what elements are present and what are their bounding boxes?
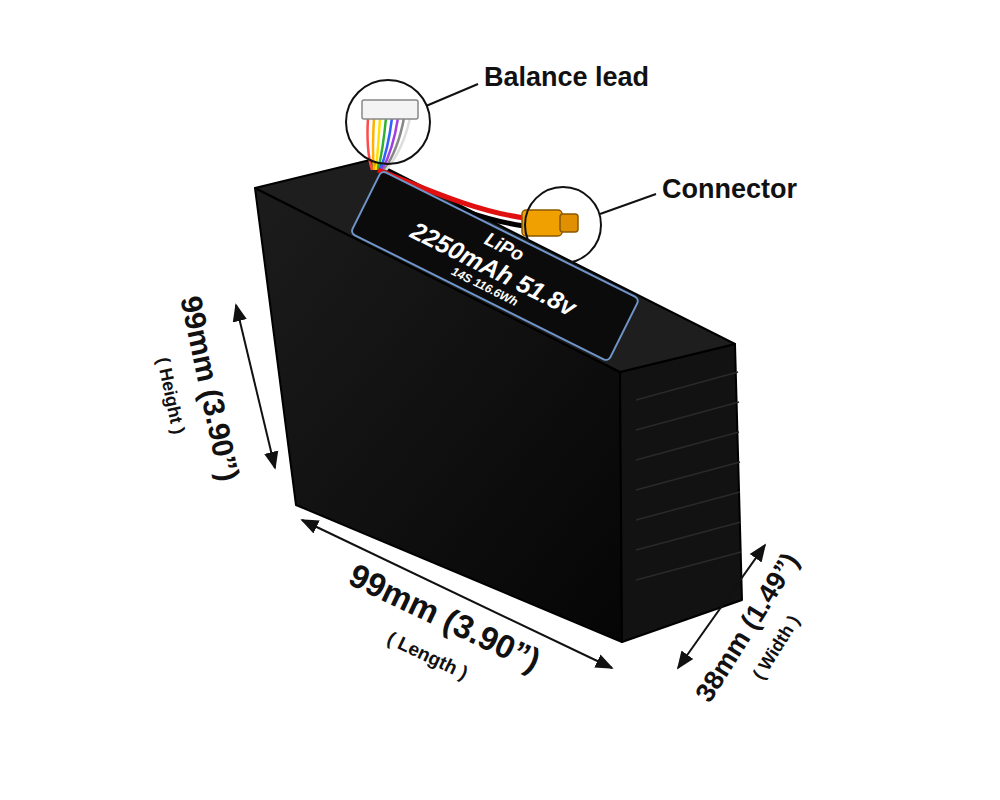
leader-line	[600, 194, 656, 214]
leader-line	[426, 84, 478, 106]
xt60-nose	[560, 214, 578, 232]
battery-front-face	[255, 188, 622, 642]
xt60-connector	[522, 210, 562, 236]
height-dimension-arrow	[236, 305, 275, 468]
callout-label: Balance lead	[484, 63, 649, 93]
dimension-value: 99mm (3.90”)	[174, 292, 245, 483]
dimension-name: ( Height )	[152, 356, 188, 436]
length-dimension-arrow	[302, 520, 612, 668]
balance-plug	[362, 100, 418, 119]
callout-circle	[346, 80, 430, 164]
battery-side-face	[620, 344, 742, 642]
side-wrap-lines	[636, 372, 741, 580]
callout-label: Connector	[662, 175, 797, 205]
